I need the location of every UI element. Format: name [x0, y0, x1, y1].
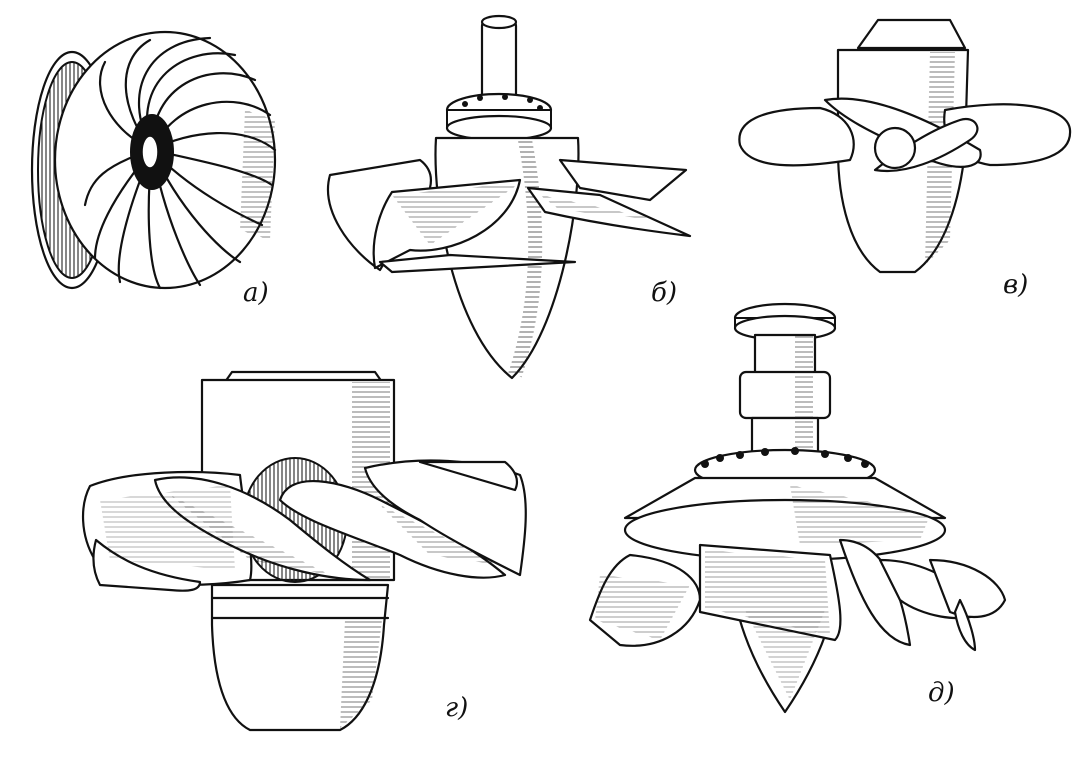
panel-b-propeller-runner	[327, 14, 692, 380]
label-panel-a: а)	[243, 278, 269, 308]
label-panel-d: д)	[928, 678, 955, 708]
panel-g-propeller-runner	[81, 370, 527, 732]
panel-a-francis-runner	[30, 30, 277, 290]
label-panel-v: в)	[1003, 270, 1029, 300]
label-panel-g: г)	[445, 693, 469, 723]
label-panel-b: б)	[651, 278, 678, 308]
panel-d-kaplan-runner	[588, 302, 1007, 714]
panel-v-propeller-runner	[738, 18, 1072, 274]
